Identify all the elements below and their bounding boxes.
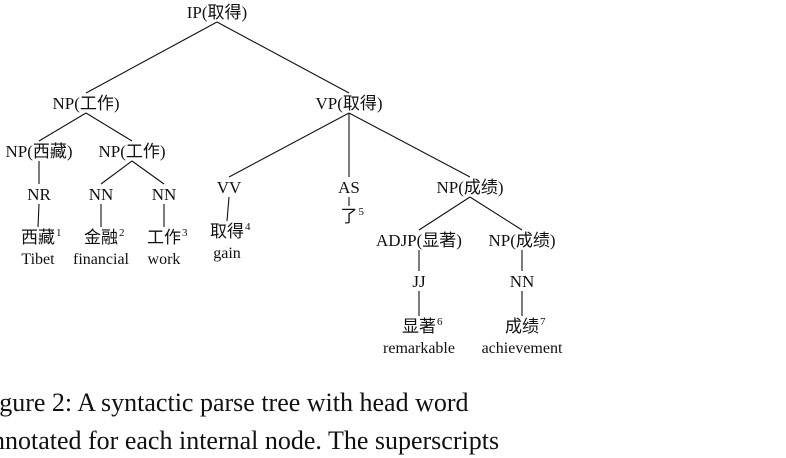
tree-edge bbox=[348, 112, 471, 178]
tree-edge bbox=[418, 196, 471, 231]
figure-caption-line-2: nnotated for each internal node. The sup… bbox=[0, 426, 500, 455]
leaf-chinese: 西藏 bbox=[21, 228, 55, 247]
leaf-chinese: 成绩 bbox=[505, 317, 539, 336]
tree-node-np-xizang: NP(西藏) bbox=[5, 142, 72, 161]
leaf-index-superscript: 2 bbox=[119, 227, 125, 239]
leaf-index-superscript: 6 bbox=[437, 316, 443, 328]
tree-node-as: AS bbox=[338, 178, 360, 197]
tree-edge bbox=[228, 112, 350, 178]
tree-node-np-gongzuo2: NP(工作) bbox=[98, 142, 165, 161]
tree-labels: IP(取得) NP(工作) VP(取得) NP(西藏) NP(工作) NR NN NN VV AS… bbox=[5, 3, 563, 357]
tree-edge bbox=[216, 21, 350, 94]
tree-node-nr: NR bbox=[27, 185, 51, 204]
tree-edge bbox=[85, 21, 218, 94]
leaf-index-superscript: 4 bbox=[245, 221, 251, 233]
leaf-english-gloss: work bbox=[148, 251, 181, 268]
leaf-chinese: 显著 bbox=[402, 317, 436, 336]
tree-node-np-chengji: NP(成绩) bbox=[436, 178, 503, 197]
tree-node-nn-jinrong: NN bbox=[89, 185, 114, 204]
tree-edge bbox=[85, 112, 133, 142]
tree-node-np-chengji2: NP(成绩) bbox=[488, 231, 555, 250]
tree-edges bbox=[37, 21, 523, 316]
tree-edge bbox=[38, 112, 87, 142]
leaf-english-gloss: remarkable bbox=[383, 340, 455, 357]
tree-node-vp-qude: VP(取得) bbox=[315, 94, 382, 113]
tree-node-vv: VV bbox=[217, 178, 242, 197]
tree-edge bbox=[131, 160, 165, 185]
leaf-english-gloss: financial bbox=[73, 251, 130, 268]
leaf-chinese: 了 bbox=[341, 207, 358, 226]
leaf-chinese: 工作 bbox=[147, 228, 181, 247]
leaf-index-superscript: 7 bbox=[540, 316, 546, 328]
leaf-chinese: 取得 bbox=[210, 222, 244, 241]
tree-node-adjp: ADJP(显著) bbox=[376, 231, 462, 250]
leaf-english-gloss: Tibet bbox=[21, 251, 55, 268]
tree-edge bbox=[37, 203, 40, 228]
tree-node-np-gongzuo: NP(工作) bbox=[52, 94, 119, 113]
tree-node-nn-chengji: NN bbox=[510, 272, 535, 291]
leaf-index-superscript: 5 bbox=[359, 206, 365, 218]
leaf-english-gloss: gain bbox=[213, 245, 241, 262]
leaf-index-superscript: 1 bbox=[56, 227, 62, 239]
leaf-index-superscript: 3 bbox=[182, 227, 188, 239]
leaf-english-gloss: achievement bbox=[482, 340, 563, 357]
figure-caption-line-1: igure 2: A syntactic parse tree with hea… bbox=[0, 388, 469, 417]
leaf-chinese: 金融 bbox=[84, 228, 118, 247]
tree-edge bbox=[100, 160, 133, 185]
tree-node-jj: JJ bbox=[412, 272, 426, 291]
tree-node-nn-gongzuo: NN bbox=[152, 185, 177, 204]
tree-edge bbox=[226, 196, 230, 222]
parse-tree: IP(取得) NP(工作) VP(取得) NP(西藏) NP(工作) NR NN NN VV AS… bbox=[5, 3, 563, 357]
tree-node-ip: IP(取得) bbox=[187, 3, 247, 22]
tree-edge bbox=[469, 196, 523, 231]
